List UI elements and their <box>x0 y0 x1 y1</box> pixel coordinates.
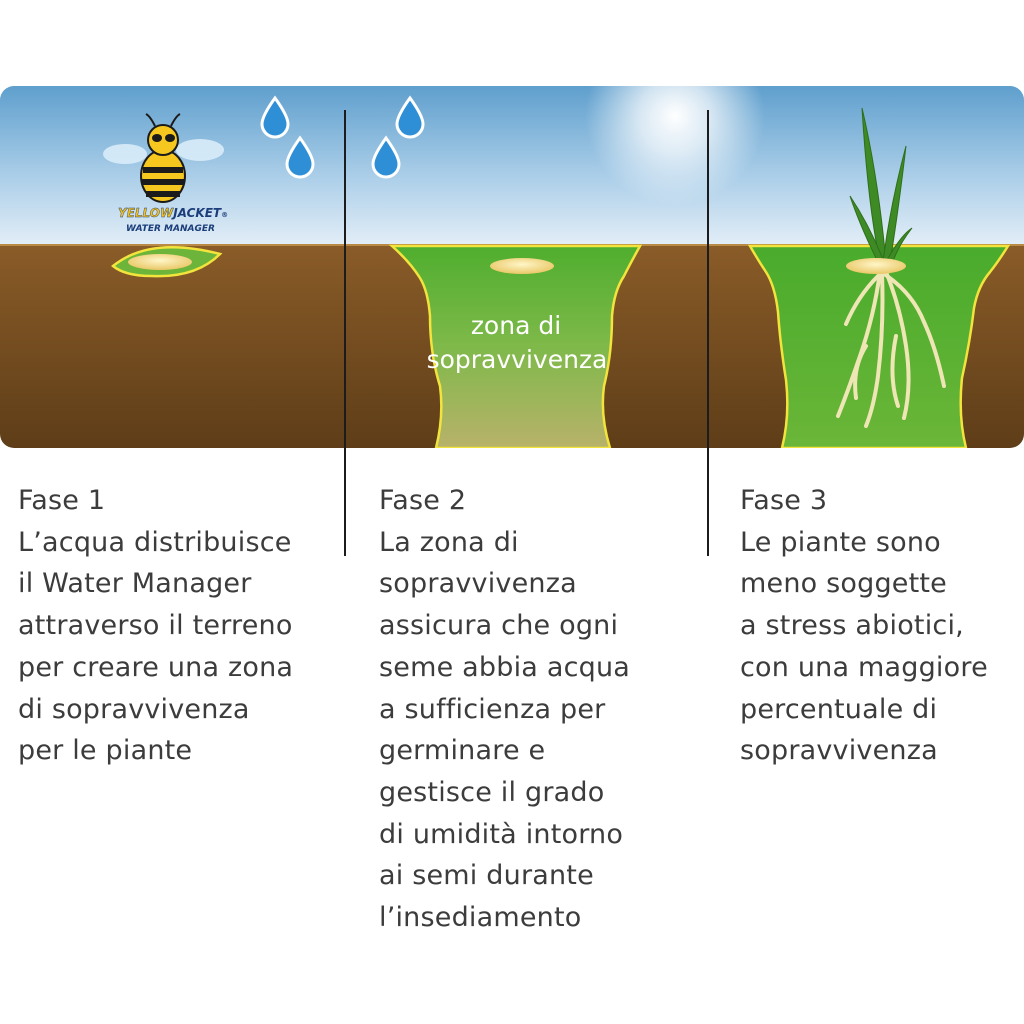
plant-roots <box>836 270 946 428</box>
phase-3-column: Fase 3 Le piante sono meno soggette a st… <box>740 480 1020 772</box>
phase-1-column: Fase 1 L’acqua distribuisce il Water Man… <box>18 480 340 772</box>
water-drops <box>260 95 425 179</box>
drop-icon <box>395 95 425 139</box>
phase-2-title: Fase 2 <box>379 485 467 516</box>
phase-2-text: La zona di sopravvivenza assicura che og… <box>379 526 631 934</box>
illustration-svg: zona di sopravvivenza <box>0 86 1024 448</box>
stages-illustration: zona di sopravvivenza <box>0 86 1024 448</box>
phase-1-text: L’acqua distribuisce il Water Manager at… <box>18 526 294 767</box>
drop-icon <box>371 135 401 179</box>
phase-1-title: Fase 1 <box>18 485 106 516</box>
divider-2 <box>707 110 709 556</box>
stage1-seed <box>111 246 223 278</box>
stage3-seed <box>846 258 906 274</box>
logo-subtitle: WATER MANAGER <box>126 224 215 234</box>
drop-icon <box>285 135 315 179</box>
phase-2-column: Fase 2 La zona di sopravvivenza assicura… <box>379 480 701 939</box>
zone-label-line2: sopravvivenza <box>427 345 608 374</box>
sun-glow <box>585 86 765 206</box>
drop-icon <box>260 95 290 139</box>
bee-mascot-icon <box>103 113 224 203</box>
zone-label-line1: zona di <box>471 311 561 340</box>
logo-brand: YELLOWJACKET® <box>118 206 228 220</box>
phase-3-title: Fase 3 <box>740 485 828 516</box>
divider-1 <box>344 110 346 556</box>
plant-leaves <box>849 107 913 265</box>
stage2-zone <box>388 244 643 448</box>
phase-3-text: Le piante sono meno soggette a stress ab… <box>740 526 988 767</box>
